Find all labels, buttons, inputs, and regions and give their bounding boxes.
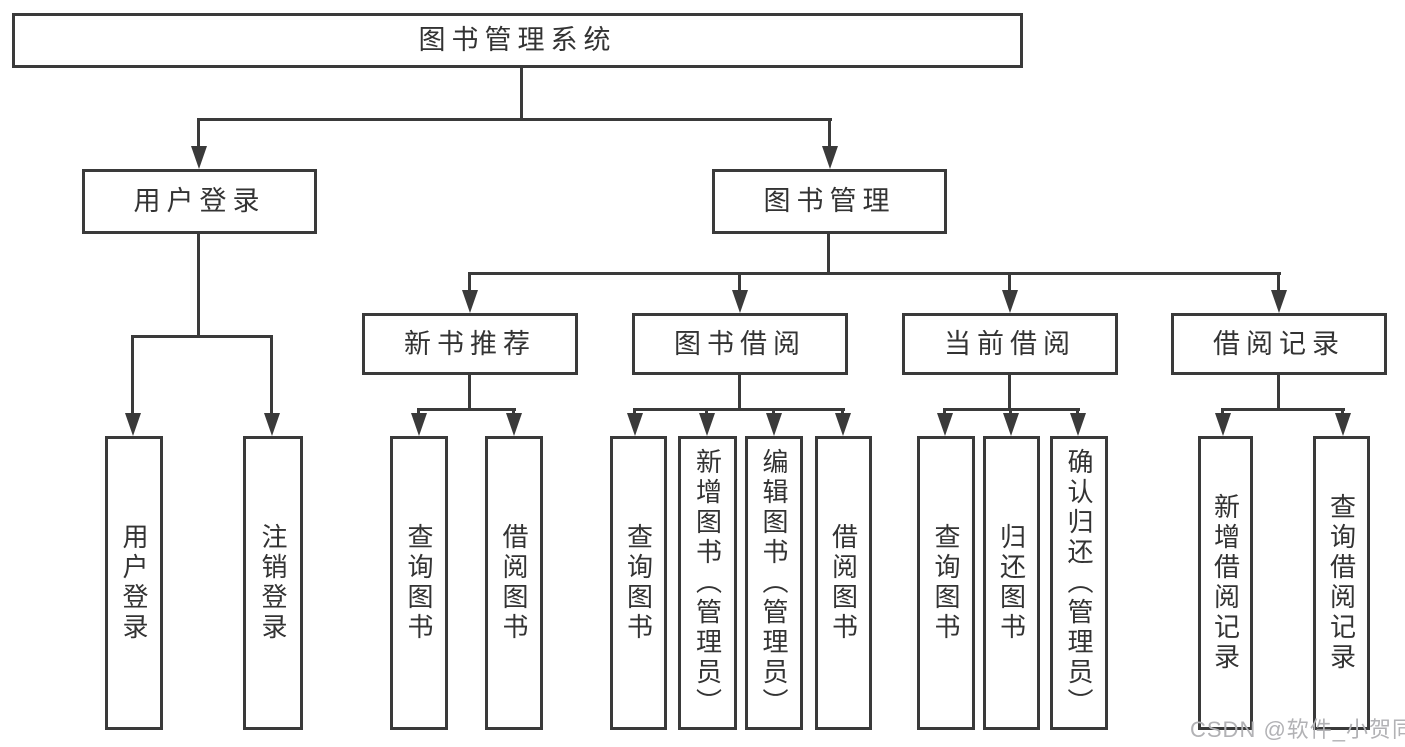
- node-book-borrowing: 图书借阅: [632, 313, 848, 375]
- leaf-confirm-return-admin: 确认归还（管理员）: [1050, 436, 1108, 730]
- leaf-query-books: 查询图书: [917, 436, 975, 730]
- connector-line: [827, 234, 830, 272]
- leaf-borrow-books: 借阅图书: [485, 436, 543, 730]
- arrowhead-icon: [462, 290, 478, 313]
- watermark: CSDN @软件_小贺同学: [1190, 717, 1405, 742]
- leaf-logout: 注销登录: [243, 436, 303, 730]
- arrowhead-icon: [191, 146, 207, 169]
- arrowhead-icon: [835, 413, 851, 436]
- arrowhead-icon: [1215, 413, 1231, 436]
- connector-line: [841, 408, 844, 416]
- arrowhead-icon: [822, 146, 838, 169]
- arrowhead-icon: [1002, 290, 1018, 313]
- connector-line: [738, 375, 741, 408]
- connector-line: [131, 335, 273, 338]
- connector-line: [772, 408, 775, 416]
- leaf-borrow-books: 借阅图书: [815, 436, 872, 730]
- connector-line: [468, 272, 471, 293]
- leaf-query-books: 查询图书: [390, 436, 448, 730]
- node-root: 图书管理系统: [12, 13, 1023, 68]
- connector-line: [1341, 408, 1344, 416]
- arrowhead-icon: [1335, 413, 1351, 436]
- connector-line: [197, 118, 200, 150]
- connector-line: [1008, 272, 1011, 293]
- connector-line: [633, 408, 636, 416]
- connector-line: [1221, 408, 1224, 416]
- connector-line: [131, 335, 134, 415]
- connector-line: [705, 408, 708, 416]
- node-user-login: 用户登录: [82, 169, 317, 234]
- connector-line: [828, 118, 831, 150]
- connector-line: [1277, 375, 1280, 408]
- connector-line: [1221, 408, 1345, 411]
- connector-line: [943, 408, 946, 416]
- leaf-query-books: 查询图书: [610, 436, 667, 730]
- leaf-add-books-admin: 新增图书（管理员）: [678, 436, 737, 730]
- leaf-add-borrow-record: 新增借阅记录: [1198, 436, 1253, 730]
- arrowhead-icon: [1003, 413, 1019, 436]
- node-current-borrowing: 当前借阅: [902, 313, 1118, 375]
- leaf-user-login: 用户登录: [105, 436, 163, 730]
- node-book-management: 图书管理: [712, 169, 947, 234]
- arrowhead-icon: [627, 413, 643, 436]
- connector-line: [270, 335, 273, 415]
- connector-line: [417, 408, 420, 416]
- connector-line: [417, 408, 516, 411]
- connector-line: [520, 68, 523, 118]
- connector-line: [1076, 408, 1079, 416]
- node-borrowing-records: 借阅记录: [1171, 313, 1387, 375]
- connector-line: [1009, 408, 1012, 416]
- arrowhead-icon: [732, 290, 748, 313]
- connector-line: [468, 375, 471, 408]
- connector-line: [1277, 272, 1280, 293]
- arrowhead-icon: [699, 413, 715, 436]
- leaf-query-borrow-record: 查询借阅记录: [1313, 436, 1370, 730]
- connector-line: [738, 272, 741, 293]
- connector-line: [197, 234, 200, 335]
- connector-line: [198, 118, 832, 121]
- leaf-edit-books-admin: 编辑图书（管理员）: [745, 436, 803, 730]
- connector-line: [468, 272, 1281, 275]
- arrowhead-icon: [411, 413, 427, 436]
- arrowhead-icon: [766, 413, 782, 436]
- connector-line: [512, 408, 515, 416]
- arrowhead-icon: [264, 413, 280, 436]
- connector-line: [1008, 375, 1011, 408]
- arrowhead-icon: [1271, 290, 1287, 313]
- arrowhead-icon: [937, 413, 953, 436]
- leaf-return-books: 归还图书: [983, 436, 1040, 730]
- arrowhead-icon: [506, 413, 522, 436]
- arrowhead-icon: [125, 413, 141, 436]
- arrowhead-icon: [1070, 413, 1086, 436]
- connector-line: [633, 408, 845, 411]
- node-new-book-recommendation: 新书推荐: [362, 313, 578, 375]
